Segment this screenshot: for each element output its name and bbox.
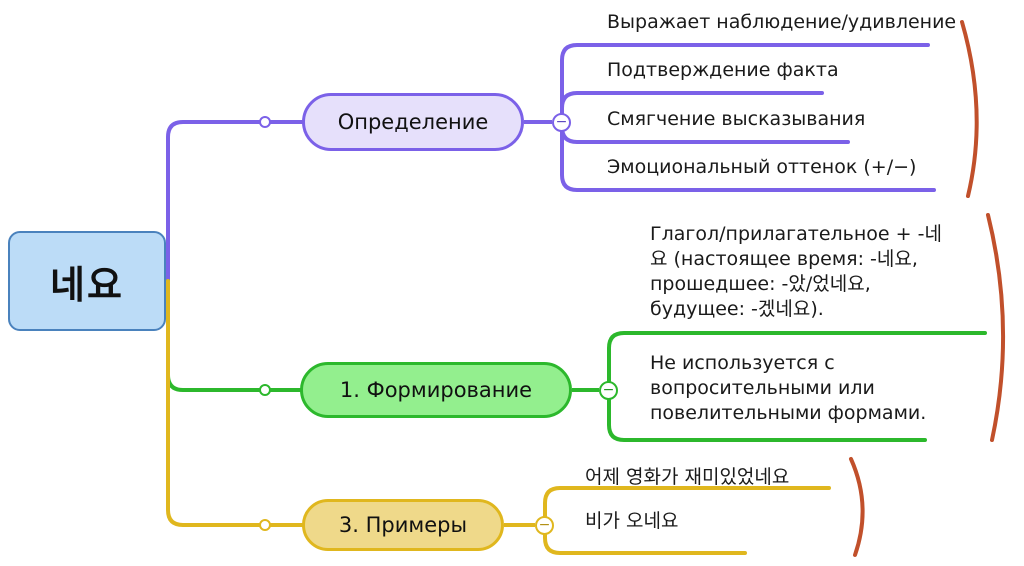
leaf-definition-1-text: Выражает наблюдение/удивление	[607, 11, 957, 33]
leaf-connector-definition-2	[560, 91, 824, 124]
root-node[interactable]: 네요	[8, 231, 166, 331]
connector-dot-examples	[259, 519, 271, 531]
leaf-definition-4[interactable]: Эмоциональный оттенок (+/−)	[607, 155, 916, 180]
boundary-bracket-examples	[849, 457, 865, 557]
leaf-formation-2[interactable]: Не используется с вопросительными или по…	[650, 351, 930, 426]
root-node-label: 네요	[50, 262, 124, 307]
leaf-formation-1-text: Глагол/прилагательное + -네요 (настоящее в…	[650, 223, 942, 320]
leaf-definition-3-text: Смягчение высказывания	[607, 108, 866, 130]
leaf-formation-2-text: Не используется с вопросительными или по…	[650, 352, 927, 424]
leaf-connector-definition-1	[560, 43, 930, 124]
minus-icon: −	[602, 381, 615, 398]
leaf-connector-definition-4	[560, 120, 936, 192]
boundary-bracket-formation	[986, 213, 1006, 442]
connector-root-to-examples	[166, 279, 304, 527]
leaf-definition-1[interactable]: Выражает наблюдение/удивление	[607, 10, 956, 35]
leaf-connector-formation-2	[607, 388, 927, 442]
boundary-bracket-definition	[960, 20, 979, 198]
minus-icon: −	[555, 113, 568, 130]
leaf-connector-examples-2	[543, 523, 747, 555]
branch-node-examples[interactable]: 3. Примеры	[302, 499, 504, 551]
leaf-examples-2[interactable]: 비가 오네요	[585, 509, 678, 534]
connector-root-to-formation	[166, 279, 302, 392]
leaf-examples-1-text: 어제 영화가 재미있었네요	[585, 466, 790, 488]
branch-node-examples-label: 3. Примеры	[338, 513, 468, 537]
leaf-examples-1[interactable]: 어제 영화가 재미있었네요	[585, 465, 789, 490]
connector-dot-formation	[259, 384, 271, 396]
leaf-connector-examples-1	[543, 486, 831, 527]
branch-node-formation-label: 1. Формирование	[339, 378, 533, 402]
branch-node-definition[interactable]: Определение	[302, 93, 524, 151]
collapse-toggle-examples[interactable]: −	[535, 516, 554, 535]
leaf-definition-2-text: Подтверждение факта	[607, 59, 839, 81]
collapse-toggle-definition[interactable]: −	[552, 113, 571, 132]
leaf-definition-2[interactable]: Подтверждение факта	[607, 58, 839, 83]
minus-icon: −	[538, 516, 551, 533]
branch-node-definition-label: Определение	[337, 110, 489, 134]
leaf-examples-2-text: 비가 오네요	[585, 510, 679, 532]
collapse-toggle-formation[interactable]: −	[599, 381, 618, 400]
connector-root-to-definition	[166, 120, 304, 283]
leaf-definition-4-text: Эмоциональный оттенок (+/−)	[607, 156, 917, 178]
leaf-definition-3[interactable]: Смягчение высказывания	[607, 107, 865, 132]
branch-node-formation[interactable]: 1. Формирование	[300, 362, 572, 418]
connector-dot-definition	[259, 116, 271, 128]
leaf-connector-formation-1	[607, 331, 987, 392]
leaf-formation-1[interactable]: Глагол/прилагательное + -네요 (настоящее в…	[650, 222, 955, 322]
